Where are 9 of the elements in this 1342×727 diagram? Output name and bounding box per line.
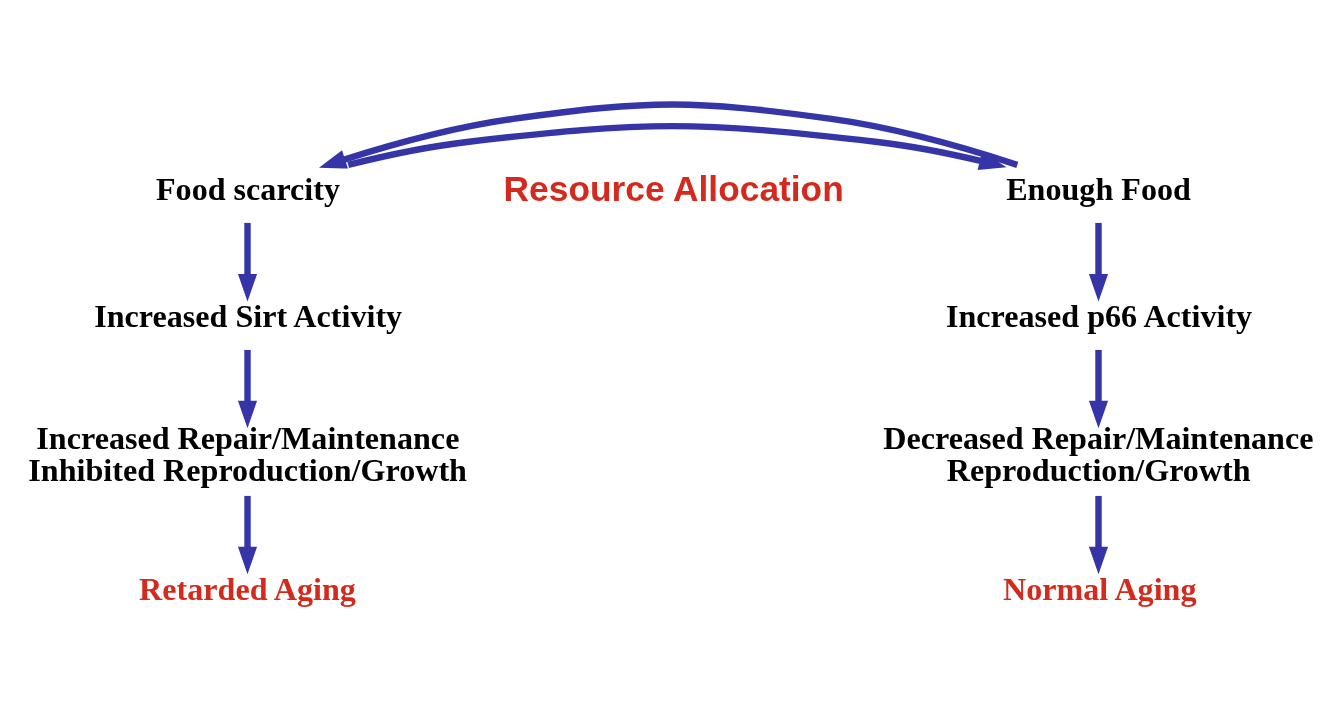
- node-text: Normal Aging: [1002, 571, 1197, 608]
- node-text: Food scarcity: [155, 171, 341, 208]
- label: Resource Allocation: [503, 169, 844, 209]
- node-text: Increased Repair/Maintenance Inhibited Reproduction/Growth: [28, 420, 467, 489]
- node-text: Retarded Aging: [139, 571, 356, 608]
- node-text: Increased Sirt Activity: [94, 298, 403, 335]
- node-text: Increased p66 Activity: [945, 298, 1253, 335]
- node-text: Enough Food: [1006, 171, 1191, 208]
- node-text: Decreased Repair/Maintenance Reproduction/Growth: [883, 420, 1314, 489]
